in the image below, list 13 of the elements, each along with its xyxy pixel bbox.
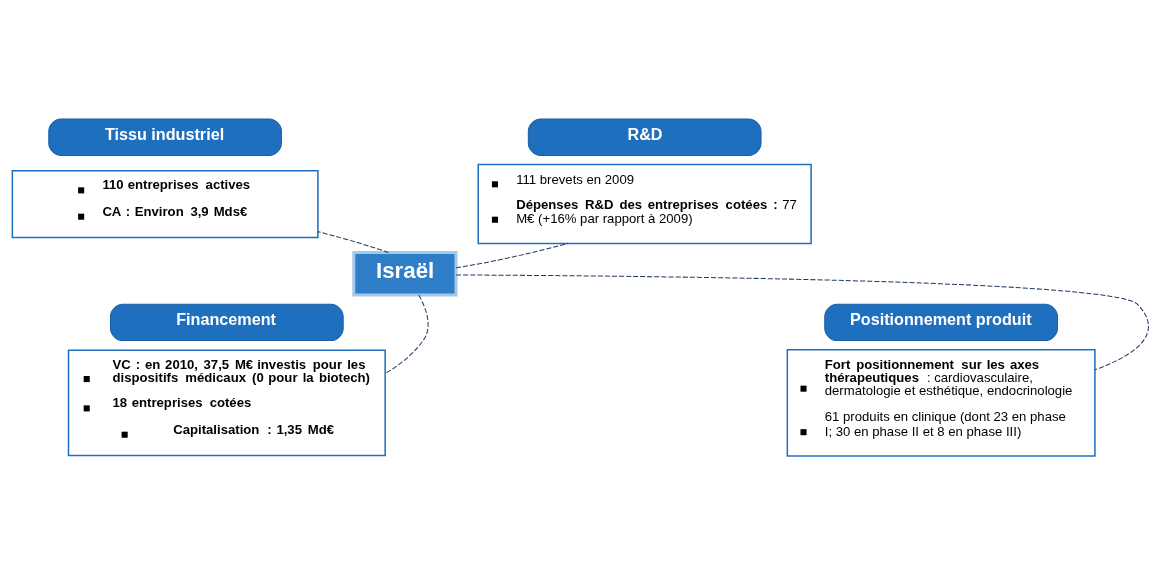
node-box: 111 brevets en 2009 Dépenses R&D des entreprises cotées : 77 M€ (+16% par rapport à 2009) (477, 163, 812, 244)
node-box: VC : en 2010, 37,5 M€ investis pour les dispositifs médicaux (0 pour la biotech) 18 entreprises cotées Capitalisation : 1,35 Md€ (67, 348, 386, 456)
node-box: Fort positionnement sur les axes thérapeutiques : cardiovasculaire, dermatologie et esthétique, endocrinologie 61 produits en clinique (dont 23 en phase I; 30 en phase II et 8 en phase III) (786, 348, 1096, 457)
connector (384, 294, 429, 374)
node-box: R&D (527, 118, 762, 156)
node-box: Positionnement produit (824, 303, 1058, 341)
node-box: Financement (110, 303, 344, 341)
connector (455, 242, 569, 268)
connector (317, 230, 389, 253)
connector (455, 273, 1149, 370)
node-box: Tissu industriel (48, 118, 282, 156)
node-box: 110 entreprises actives CA : Environ 3,9 Mds€ (11, 169, 319, 238)
node-box: Israël (352, 250, 458, 297)
